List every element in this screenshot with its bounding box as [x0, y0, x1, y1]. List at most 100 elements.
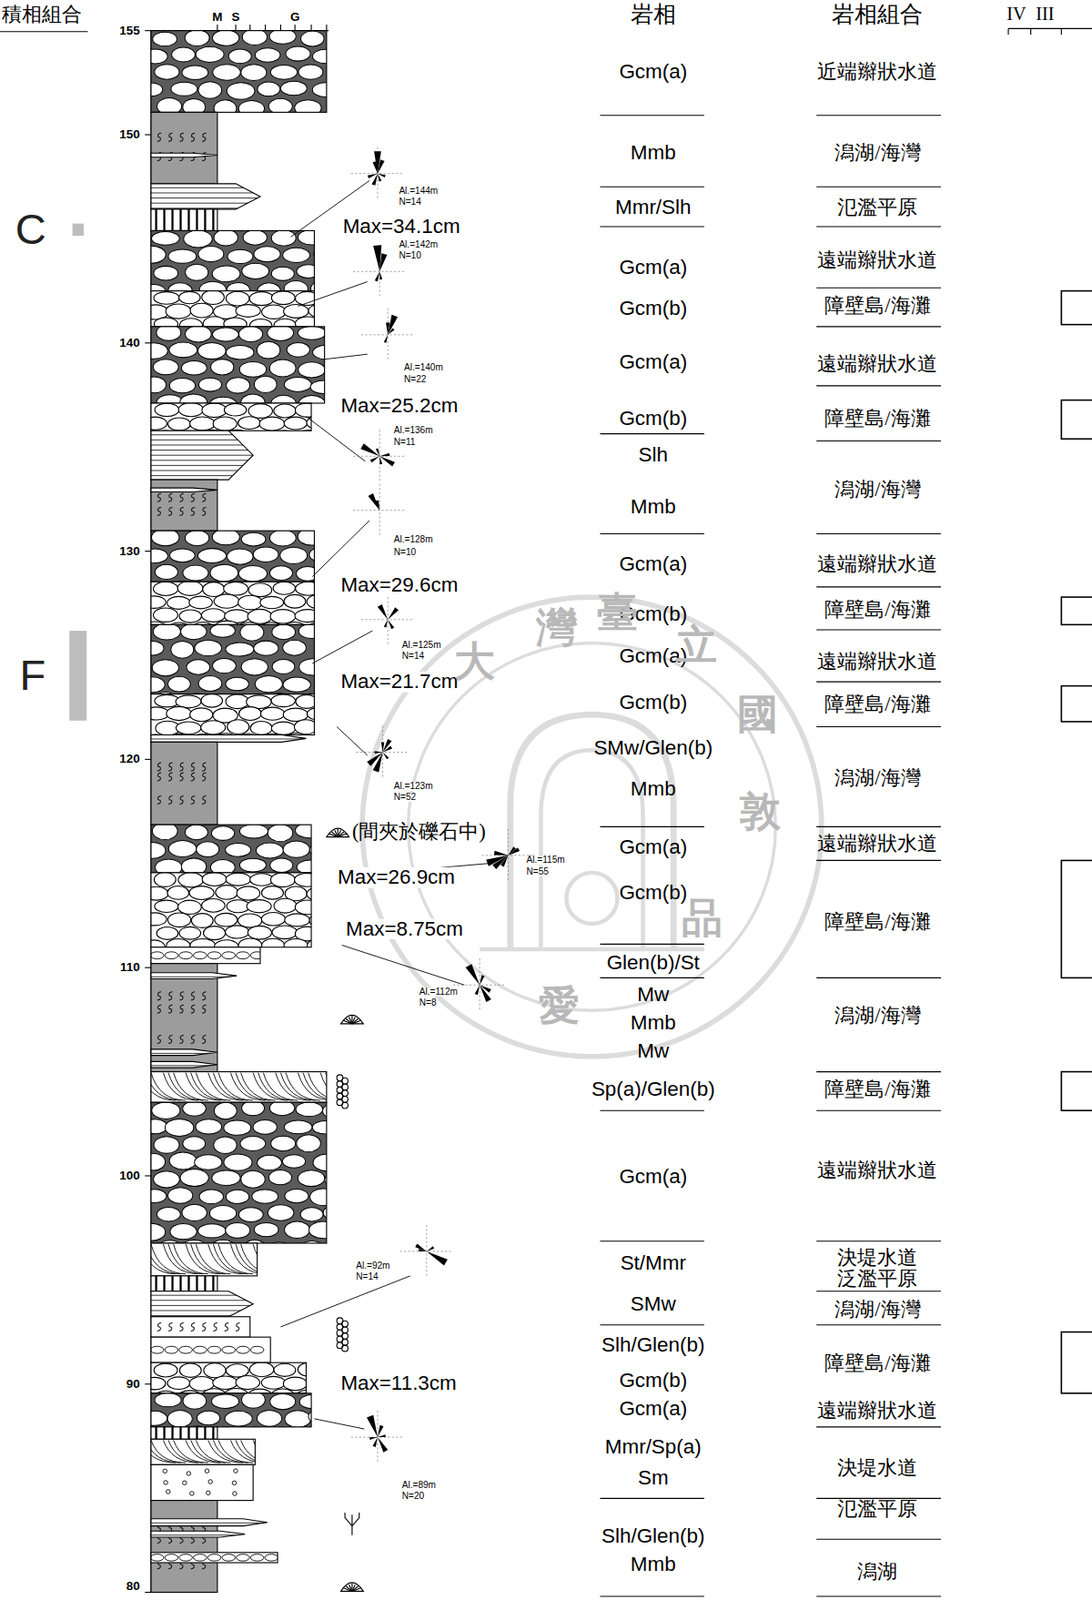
- bed-ga: [271, 230, 296, 246]
- bed-lens: [151, 1345, 264, 1354]
- bed-gb: [151, 886, 169, 900]
- bed-root: [162, 1426, 165, 1439]
- bed-ga: [151, 1152, 166, 1171]
- bed-root: [187, 1426, 190, 1439]
- bed-lens: [151, 1345, 164, 1354]
- bed-gb: [294, 316, 314, 327]
- bed-lam: [151, 1291, 253, 1317]
- bed-mud: [168, 772, 172, 781]
- bed-sm: [151, 1464, 253, 1500]
- bed-cross: [151, 1243, 258, 1276]
- axis: [144, 133, 152, 135]
- bed-ga: [151, 1189, 167, 1204]
- bed-ga: [181, 858, 206, 873]
- bed-mud: [157, 493, 162, 502]
- bed-ga: [198, 1223, 226, 1238]
- bed-ga: [227, 548, 254, 565]
- bed-lens: [193, 1554, 208, 1561]
- bed-sm: [204, 1468, 209, 1473]
- bed-ga: [181, 624, 208, 639]
- bed-ga: [186, 659, 211, 675]
- bed-lam: [151, 1518, 268, 1527]
- facies-code: Gcm(b): [618, 882, 688, 903]
- bed-ga: [151, 30, 327, 113]
- bed-ga: [225, 1189, 249, 1204]
- bed-gb: [201, 720, 226, 735]
- bed-cross: [252, 1072, 288, 1101]
- bed-gb: [151, 291, 314, 327]
- bed-gb: [261, 1375, 285, 1389]
- bed-ga: [280, 546, 308, 564]
- bed-root: [156, 209, 214, 232]
- bed-ga: [180, 394, 208, 404]
- bed-cross: [151, 1071, 327, 1103]
- axis: [216, 24, 218, 31]
- bed-ga: [283, 1120, 313, 1134]
- bed-lens: [250, 1554, 264, 1561]
- bed-mud: [151, 479, 218, 531]
- bed-gb: [151, 291, 314, 327]
- bed-ga: [286, 342, 310, 357]
- paleocurrent-note: Al.=92m: [354, 1261, 391, 1271]
- bed-gb: [238, 595, 263, 610]
- bed-lam: [151, 1518, 268, 1527]
- bed-lam: [151, 734, 306, 742]
- bed-mudsand: [191, 1322, 195, 1331]
- bed-ga: [212, 530, 240, 546]
- bed-mud: [191, 506, 195, 516]
- bed-lam: [151, 738, 306, 739]
- bed-gb: [295, 291, 315, 305]
- axis: [1008, 28, 1092, 30]
- bed-cross: [162, 1439, 198, 1463]
- bed-ga: [154, 564, 178, 579]
- bed-lam: [151, 430, 253, 480]
- bed-ga: [212, 265, 241, 283]
- bed-cross: [212, 1243, 248, 1274]
- bed-lens: [207, 951, 222, 960]
- bed-ga: [209, 396, 237, 404]
- bed-root: [203, 209, 206, 232]
- bed-gb: [179, 1363, 202, 1377]
- facies-association: 遠端辮狀水道: [817, 833, 938, 854]
- bed-ga: [225, 1222, 251, 1238]
- bed-mud: [191, 762, 195, 771]
- bed-cross: [235, 1072, 271, 1101]
- bed-sm: [186, 1471, 191, 1476]
- axis-label: M: [212, 10, 223, 23]
- bed-root: [195, 1275, 198, 1292]
- rose-diagram: [479, 984, 492, 992]
- bed-ga: [226, 282, 250, 291]
- bed-ga: [151, 326, 325, 404]
- bed-gb: [151, 872, 312, 948]
- bed-lens: [151, 947, 261, 964]
- bed-ga: [256, 1409, 282, 1426]
- facies-separator: [816, 1538, 941, 1540]
- bed-ga: [167, 1187, 193, 1204]
- bed-lam: [151, 1314, 253, 1316]
- bed-lam: [151, 152, 218, 157]
- rose-diagram: [377, 1436, 388, 1453]
- bed-ga: [312, 49, 326, 63]
- bed-gb: [307, 938, 313, 948]
- bed-cross: [151, 1243, 182, 1274]
- bed-mud: [168, 991, 172, 1001]
- bed-ga: [297, 1170, 324, 1187]
- bed-mud: [179, 1004, 183, 1013]
- bed-gb: [177, 581, 203, 596]
- bed-ga: [254, 675, 283, 692]
- bed-gb: [284, 913, 311, 927]
- facies-separator: [816, 1071, 941, 1072]
- bed-ga: [271, 394, 297, 404]
- bed-ga: [267, 326, 294, 342]
- bed-ga: [199, 281, 226, 291]
- bed-gb: [151, 1362, 306, 1394]
- bed-gb: [189, 596, 213, 609]
- facies-code: SMw/Glen(b): [593, 738, 713, 759]
- rose-diagram: [374, 750, 384, 754]
- facies-separator: [599, 225, 704, 227]
- bed-gb: [223, 581, 249, 596]
- bed-ga: [253, 640, 279, 656]
- paleocurrent-note: N=52: [393, 792, 417, 802]
- bed-lens: [151, 951, 261, 960]
- bed-root: [154, 1426, 157, 1439]
